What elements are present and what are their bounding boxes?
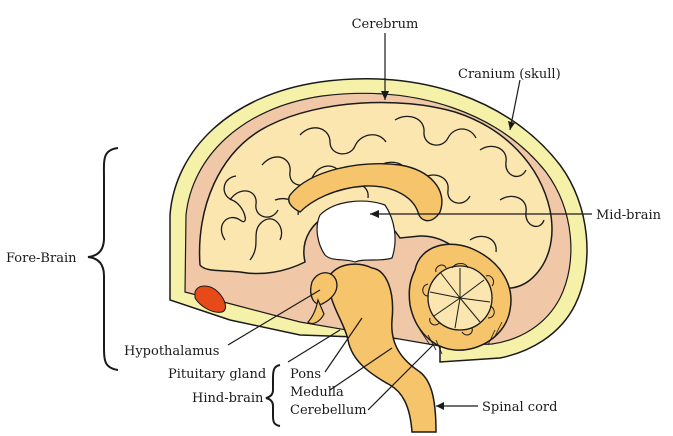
leader-pons — [324, 317, 363, 373]
label-pituitary: Pituitary gland — [168, 367, 266, 382]
leader-lines — [227, 33, 592, 411]
cerebellum-shape — [408, 243, 512, 355]
label-medulla: Medulla — [290, 385, 344, 400]
label-cranium: Cranium (skull) — [458, 67, 561, 82]
label-pons: Pons — [290, 367, 321, 382]
label-fore-brain: Fore-Brain — [6, 251, 77, 266]
leader-pituitary — [287, 329, 341, 363]
leader-cranium — [509, 79, 521, 131]
label-hypothalamus: Hypothalamus — [124, 344, 219, 359]
label-mid-brain: Mid-brain — [596, 208, 662, 223]
hind-brain-brace — [265, 364, 281, 427]
cerebrum-shape — [198, 101, 553, 289]
label-cerebrum: Cerebrum — [352, 17, 419, 32]
ventricle — [316, 200, 396, 263]
hypothalamus-shape — [310, 272, 338, 305]
pituitary-stalk — [307, 297, 325, 325]
label-cerebellum: Cerebellum — [290, 403, 367, 418]
label-spinal-cord: Spinal cord — [482, 400, 557, 415]
brainstem-shape — [328, 263, 437, 433]
pituitary-gland-shape — [194, 285, 226, 313]
leader-medulla — [329, 347, 393, 391]
label-hind-brain: Hind-brain — [192, 391, 264, 406]
fore-brain-brace — [87, 147, 119, 371]
leader-cerebellum — [367, 343, 435, 411]
leader-hypothalamus — [227, 289, 321, 346]
